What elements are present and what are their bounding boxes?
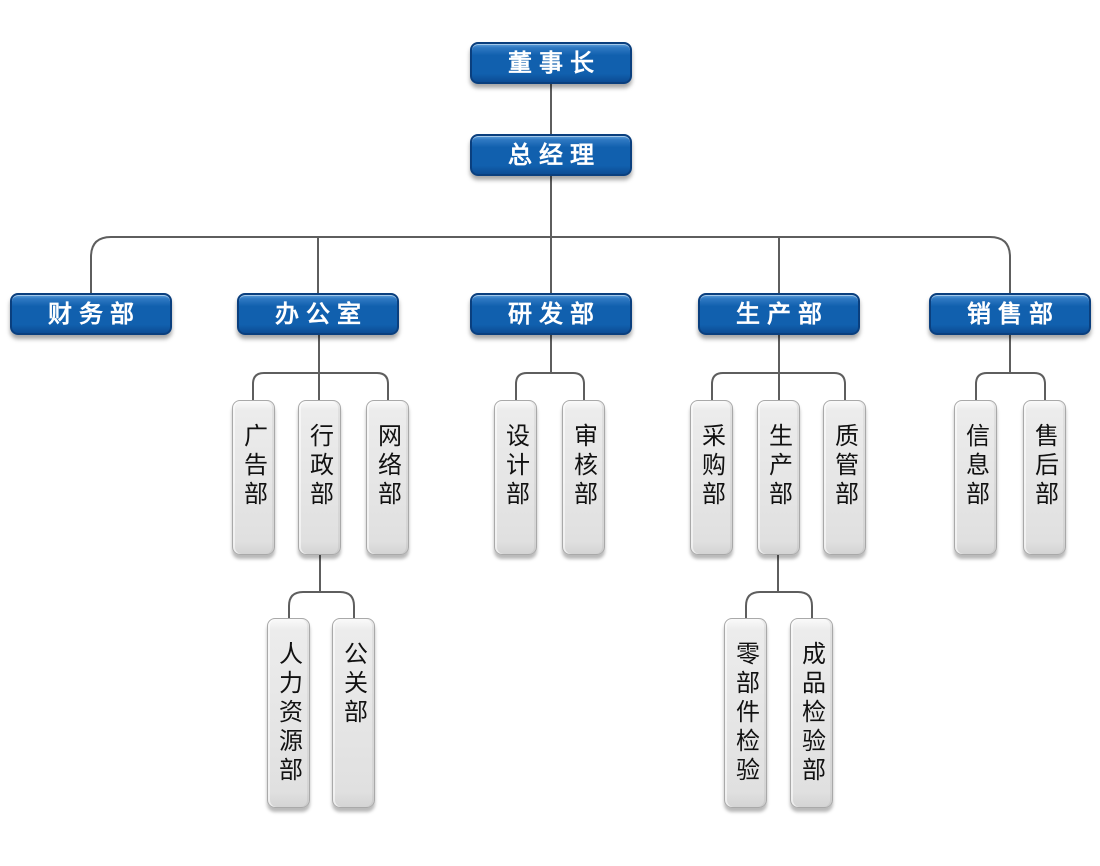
org-node-pr: 公关部 xyxy=(332,618,375,808)
org-node-label: 售后部 xyxy=(1030,423,1059,510)
org-node-sales: 销售部 xyxy=(929,293,1091,335)
org-node-hr: 人力资源部 xyxy=(267,618,310,808)
org-node-rnd: 研发部 xyxy=(470,293,632,335)
org-node-production-sub: 生产部 xyxy=(757,400,800,555)
org-node-label: 网络部 xyxy=(373,423,402,510)
org-node-label: 广告部 xyxy=(239,423,268,510)
org-node-network: 网络部 xyxy=(366,400,409,555)
org-node-label: 质管部 xyxy=(830,423,859,510)
org-node-finance: 财务部 xyxy=(10,293,172,335)
org-node-general-manager: 总经理 xyxy=(470,134,632,176)
org-node-label: 设计部 xyxy=(501,423,530,510)
org-node-label: 采购部 xyxy=(697,423,726,510)
org-node-office: 办公室 xyxy=(237,293,399,335)
org-node-quality: 质管部 xyxy=(823,400,866,555)
org-node-parts-inspection: 零部件检验 xyxy=(724,618,767,808)
org-node-aftersales: 售后部 xyxy=(1023,400,1066,555)
org-node-label: 人力资源部 xyxy=(274,641,303,786)
org-node-production: 生产部 xyxy=(698,293,860,335)
org-node-chairman: 董事长 xyxy=(470,42,632,84)
org-node-advertising: 广告部 xyxy=(232,400,275,555)
org-node-design: 设计部 xyxy=(494,400,537,555)
org-node-label: 公关部 xyxy=(339,641,368,728)
org-node-label: 零部件检验 xyxy=(731,641,760,786)
org-node-label: 信息部 xyxy=(961,423,990,510)
org-node-purchasing: 采购部 xyxy=(690,400,733,555)
org-node-label: 行政部 xyxy=(305,423,334,510)
org-node-label: 生产部 xyxy=(764,423,793,510)
org-node-admin: 行政部 xyxy=(298,400,341,555)
org-node-finished-inspection: 成品检验部 xyxy=(790,618,833,808)
org-node-info: 信息部 xyxy=(954,400,997,555)
org-node-label: 成品检验部 xyxy=(797,641,826,786)
org-node-label: 审核部 xyxy=(569,423,598,510)
org-node-audit: 审核部 xyxy=(562,400,605,555)
